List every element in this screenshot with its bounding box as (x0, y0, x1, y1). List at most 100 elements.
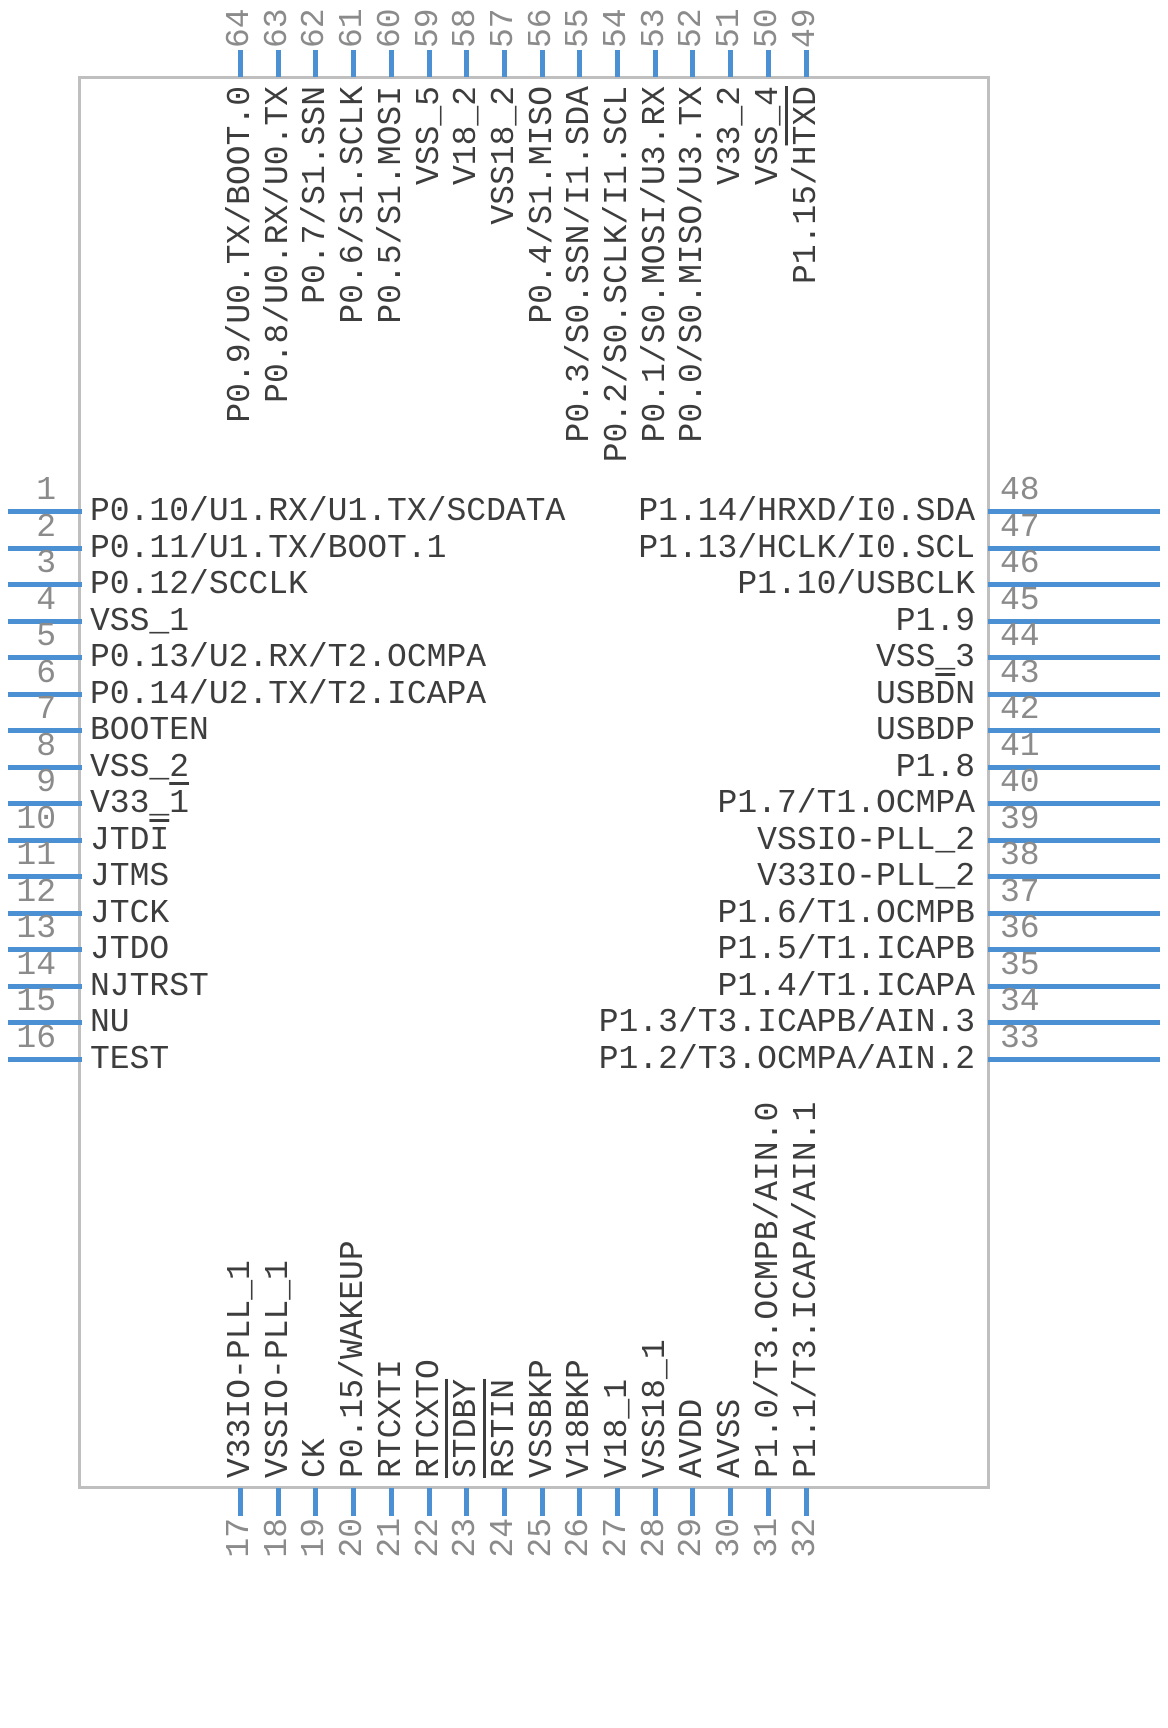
active-low-overline: STDBY (448, 1378, 486, 1478)
pin-number: 39 (1000, 800, 1040, 838)
pin-label: P0.13/U2.RX/T2.OCMPA (90, 639, 487, 676)
pin-lead (8, 801, 82, 806)
pin-label: VSSIO-PLL_2 (757, 821, 975, 859)
pin-label: VSS_2 (90, 748, 190, 786)
pin-label: P0.11/U1.TX/BOOT.1 (90, 529, 447, 567)
pin-lead (988, 837, 1160, 843)
active-low-overline: 1 (169, 785, 190, 822)
pin-number: 14 (16, 946, 56, 984)
pin-lead (275, 50, 281, 77)
pin-number: 59 (409, 8, 447, 48)
pin-number: 41 (1000, 727, 1040, 765)
pin-lead (690, 50, 696, 77)
pin-label: P0.1/S0.MOSI/U3.RX (636, 86, 674, 443)
pin-number: 30 (711, 1518, 749, 1558)
pin-number: 62 (296, 8, 334, 48)
pin-label: JTDI (90, 821, 170, 859)
pin-lead (988, 910, 1160, 916)
pin-number: 15 (16, 983, 56, 1020)
pin-lead (690, 1488, 696, 1516)
pin-label: P0.7/S1.SSN (297, 86, 335, 304)
pin-lead (988, 801, 1160, 806)
chip-body (78, 76, 990, 1489)
pin-number: 52 (673, 8, 711, 48)
pin-label: P0.12/SCCLK (90, 566, 308, 603)
pin-lead (8, 618, 82, 624)
pin-number: 2 (36, 508, 56, 546)
pin-lead (8, 582, 82, 587)
pin-label: TEST (90, 1040, 170, 1078)
pin-lead (464, 50, 470, 77)
pin-label: P1.10/USBCLK (737, 566, 975, 603)
pin-number: 33 (1000, 1019, 1040, 1057)
pin-lead (988, 1020, 1160, 1025)
pin-number: 16 (16, 1019, 56, 1057)
pin-label: RTCXTI (372, 1359, 410, 1478)
pin-label: VSS18_1 (636, 1339, 674, 1478)
active-low-overline: I (149, 821, 170, 859)
pin-label: P0.2/S0.SCLK/I1.SCL (599, 86, 636, 463)
pin-label: VSS_4 (749, 86, 787, 186)
pin-number: 11 (16, 837, 56, 874)
pin-label: P1.14/HRXD/I0.SDA (638, 493, 975, 530)
pin-label: P1.8 (895, 748, 975, 786)
pin-lead (313, 50, 319, 77)
pin-lead (388, 50, 394, 77)
pin-number: 24 (484, 1518, 522, 1558)
pin-number: 45 (1000, 581, 1040, 619)
pin-label: P0.9/U0.TX/BOOT.0 (222, 86, 259, 423)
pin-lead (8, 910, 82, 916)
pin-lead (988, 545, 1160, 551)
pin-number: 64 (221, 8, 258, 48)
pin-number: 44 (1000, 618, 1040, 655)
pin-lead (539, 1488, 545, 1516)
pin-label: P1.1/T3.ICAPA/AIN.1 (787, 1101, 825, 1478)
pin-number: 48 (1000, 472, 1040, 509)
pin-number: 53 (635, 8, 673, 48)
pin-label: VSSIO-PLL_1 (259, 1260, 297, 1478)
pin-number: 34 (1000, 983, 1040, 1020)
pin-lead (577, 50, 583, 77)
pin-label: VSS_3 (875, 639, 975, 676)
pin-label: JTCK (90, 894, 170, 932)
pin-number: 49 (786, 8, 824, 48)
pin-number: 5 (36, 618, 56, 655)
pin-label: V18_1 (599, 1378, 636, 1478)
pin-label: RSTIN (486, 1379, 523, 1478)
pin-number: 56 (522, 8, 560, 48)
pin-label: P1.9 (895, 602, 975, 640)
pin-lead (8, 1020, 82, 1025)
pin-number: 13 (16, 910, 56, 947)
pin-lead (577, 1488, 583, 1516)
pin-lead (988, 983, 1160, 989)
pin-number: 37 (1000, 873, 1040, 911)
pin-label: V33_2 (712, 86, 750, 186)
pin-lead (8, 545, 82, 551)
pin-label: V33_1 (90, 785, 190, 822)
pin-lead (988, 655, 1160, 660)
pin-label: STDBY (448, 1379, 485, 1478)
pin-label: V33IO-PLL_1 (222, 1260, 259, 1478)
pin-label: USBDP (875, 712, 975, 749)
pin-lead (275, 1488, 281, 1516)
pin-label: BOOTEN (90, 712, 209, 749)
pin-label: V18BKP (561, 1359, 599, 1478)
pin-lead (8, 509, 82, 514)
active-low-overline: TXD (787, 86, 825, 146)
pin-lead (988, 509, 1160, 514)
pin-lead (803, 1488, 809, 1516)
pin-label: P1.6/T1.OCMPB (717, 894, 975, 932)
pin-number: 46 (1000, 545, 1040, 582)
pin-lead (988, 691, 1160, 697)
pin-lead (8, 764, 82, 770)
pin-lead (426, 50, 432, 77)
pin-label: V33IO-PLL_2 (757, 858, 975, 895)
pin-number: 17 (221, 1518, 258, 1558)
pin-number: 38 (1000, 837, 1040, 874)
pin-label: P0.6/S1.SCLK (335, 86, 373, 324)
pin-lead (8, 728, 82, 733)
pin-lead (8, 691, 82, 697)
pin-number: 32 (786, 1518, 824, 1558)
pin-number: 21 (371, 1518, 409, 1558)
pin-label: P0.5/S1.MOSI (372, 86, 410, 324)
